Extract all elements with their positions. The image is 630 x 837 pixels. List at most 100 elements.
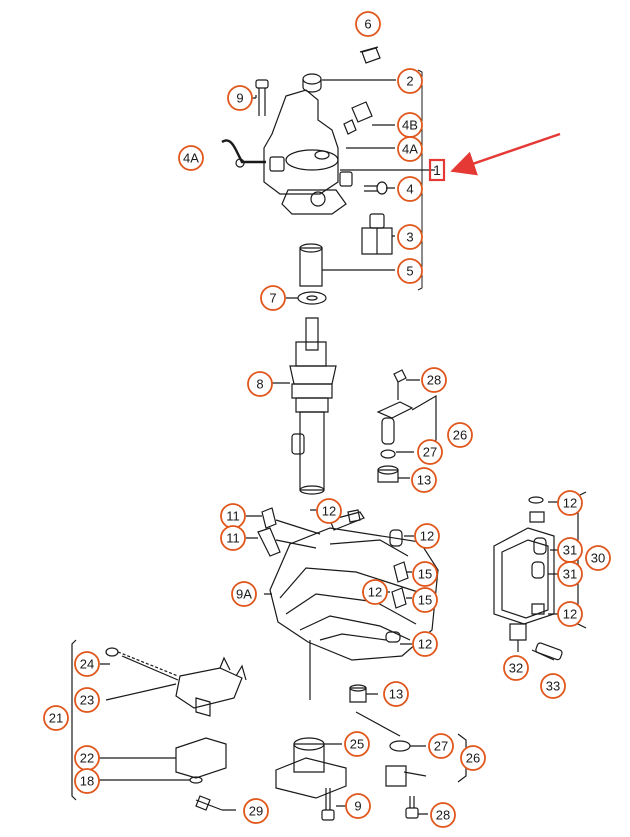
callout-24: 24 (74, 651, 100, 677)
callout-8: 8 (247, 371, 273, 397)
callout-30: 30 (585, 545, 611, 571)
callout-label: 15 (418, 567, 432, 582)
callout-label: 26 (453, 428, 467, 443)
callout-circle (231, 581, 257, 607)
callout-label: 4A (183, 151, 199, 166)
callout-27-bot: 27 (428, 733, 454, 759)
callout-circle (178, 145, 204, 171)
callout-label: 12 (322, 504, 336, 519)
callout-label: 18 (80, 774, 94, 789)
callout-29: 29 (243, 798, 269, 824)
callout-3: 3 (397, 224, 423, 250)
callout-circle (362, 579, 388, 605)
plug-part-2 (302, 73, 322, 85)
callout-label: 7 (269, 291, 276, 306)
highlight-box (428, 158, 446, 182)
callout-12-r1: 12 (557, 490, 583, 516)
callout-label: 13 (389, 687, 403, 702)
callout-12-b: 12 (414, 523, 440, 549)
callout-22: 22 (74, 745, 100, 771)
callout-28-bot: 28 (430, 802, 456, 828)
shaft-assembly (272, 317, 337, 495)
callout-2: 2 (397, 68, 423, 94)
callout-9-top: 9 (227, 85, 253, 111)
callout-label: 29 (249, 804, 263, 819)
callout-label: 27 (434, 739, 448, 754)
callout-33: 33 (540, 673, 566, 699)
callout-26-top: 26 (447, 422, 473, 448)
callout-32: 32 (503, 655, 529, 681)
callout-label: 30 (591, 551, 605, 566)
callout-4: 4 (397, 176, 423, 202)
callout-15-a: 15 (412, 561, 438, 587)
callout-label: 12 (418, 637, 432, 652)
callout-label: 12 (368, 585, 382, 600)
callout-circle (247, 371, 273, 397)
callout-circle (503, 655, 529, 681)
callout-label: 5 (406, 264, 413, 279)
callout-circle (345, 793, 371, 819)
callout-label: 6 (364, 17, 371, 32)
callout-label: 9A (236, 587, 252, 602)
callout-circle (74, 768, 100, 794)
callout-11-b: 11 (220, 525, 246, 551)
callout-label: 4A (402, 142, 418, 157)
callout-circle (227, 85, 253, 111)
callout-circle (397, 68, 423, 94)
callout-circle (74, 687, 100, 713)
callout-circle (397, 136, 423, 162)
governor-housing (246, 507, 439, 661)
callout-12-r2: 12 (557, 601, 583, 627)
callout-circle (417, 439, 443, 465)
callout-9A: 9A (231, 581, 257, 607)
callout-label: 21 (49, 711, 63, 726)
callout-26-bot: 26 (460, 745, 486, 771)
callout-circle (397, 224, 423, 250)
callout-circle (557, 601, 583, 627)
highlight-group: 1 (428, 132, 561, 182)
callout-label: 25 (350, 737, 364, 752)
callout-circle (414, 523, 440, 549)
callout-7: 7 (260, 285, 286, 311)
callout-label: 23 (80, 693, 94, 708)
callout-circle (540, 673, 566, 699)
callout-circle (412, 631, 438, 657)
callout-label: 26 (466, 751, 480, 766)
callout-9-bot: 9 (345, 793, 371, 819)
callout-label: 24 (80, 657, 94, 672)
callout-label: 4 (406, 182, 413, 197)
callout-25: 25 (344, 731, 370, 757)
callout-28-top: 28 (421, 367, 447, 393)
callout-circle (421, 367, 447, 393)
callout-label: 8 (256, 377, 263, 392)
callout-circle (220, 525, 246, 551)
callout-23: 23 (74, 687, 100, 713)
callout-circle (447, 422, 473, 448)
callout-label: 15 (418, 593, 432, 608)
callout-label: 3 (406, 230, 413, 245)
callout-circle (243, 798, 269, 824)
callout-4A-left: 4A (178, 145, 204, 171)
callout-6: 6 (355, 11, 381, 37)
callout-12-a: 12 (316, 498, 342, 524)
callout-label: 12 (563, 607, 577, 622)
callout-11-a: 11 (220, 503, 246, 529)
callout-label: 27 (423, 445, 437, 460)
callout-label: 22 (80, 751, 94, 766)
callout-12-d: 12 (412, 631, 438, 657)
callout-circle (557, 490, 583, 516)
callout-circle (397, 176, 423, 202)
callout-circle (411, 467, 437, 493)
callout-label: 31 (563, 543, 577, 558)
callout-4B: 4B (397, 112, 423, 138)
callout-circle (430, 802, 456, 828)
callout-21: 21 (43, 705, 69, 731)
callout-circle (428, 733, 454, 759)
callout-circle (74, 651, 100, 677)
bottom-assembly (275, 640, 467, 821)
callout-18: 18 (74, 768, 100, 794)
callout-13-top: 13 (411, 467, 437, 493)
callout-label: 11 (226, 509, 240, 524)
